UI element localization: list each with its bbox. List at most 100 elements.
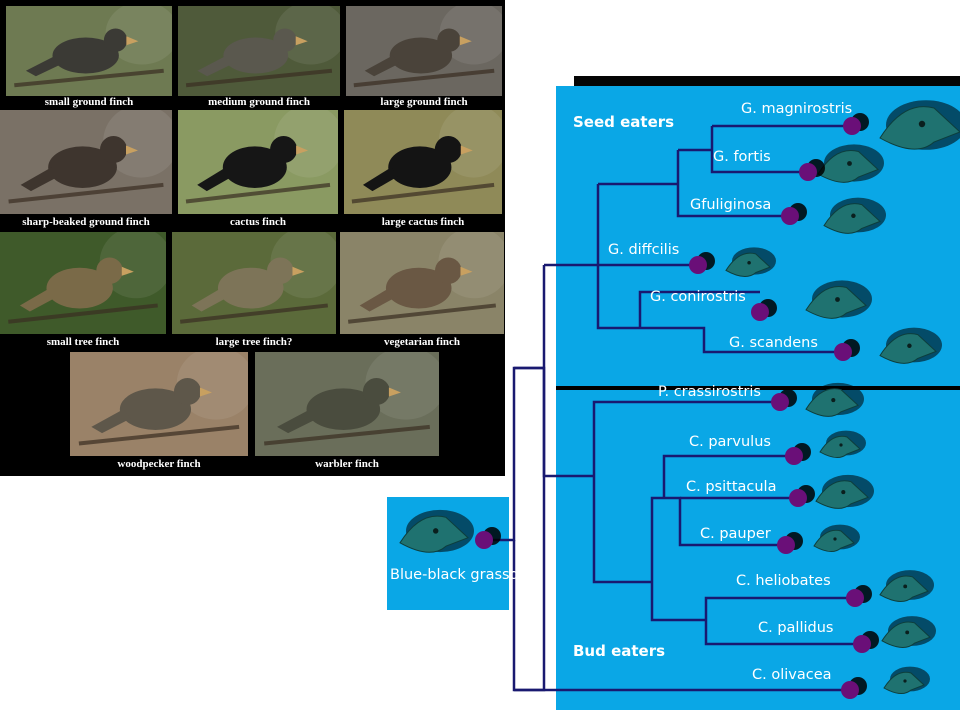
root-label: Blue-black grassquit bbox=[390, 567, 538, 583]
species-heads bbox=[399, 100, 960, 694]
caption-vegetarian-finch: vegetarian finch bbox=[383, 336, 461, 348]
finch-illustration bbox=[255, 352, 439, 456]
branch-parvulus bbox=[662, 454, 794, 498]
finch-illustration bbox=[6, 6, 172, 96]
head-g-scandens bbox=[879, 327, 942, 364]
label-c-heliobates: C. heliobates bbox=[736, 573, 831, 589]
head-blue-black-grassquit bbox=[399, 509, 474, 553]
branch-pauper bbox=[664, 496, 786, 547]
caption-large-cactus-finch: large cactus finch bbox=[381, 216, 465, 228]
finch-illustration bbox=[0, 110, 172, 214]
node-c-pallidus bbox=[853, 635, 871, 653]
node-g-scandens bbox=[834, 343, 852, 361]
node-c-olivacea bbox=[841, 681, 859, 699]
finch-illustration bbox=[0, 232, 166, 334]
label-c-pallidus: C. pallidus bbox=[758, 620, 833, 636]
node-c-pauper bbox=[777, 536, 795, 554]
head-g-difficilis bbox=[725, 247, 776, 277]
photo-small-ground-finch bbox=[6, 6, 172, 96]
branch-seed-bud-split bbox=[542, 265, 594, 478]
caption-large-tree-finch: large tree finch? bbox=[215, 336, 293, 348]
finch-illustration bbox=[344, 110, 502, 214]
branch-ground-base bbox=[596, 184, 640, 330]
head-g-fuliginosa bbox=[823, 197, 886, 234]
caption-small-ground-finch: small ground finch bbox=[44, 96, 134, 108]
caption-warbler-finch: warbler finch bbox=[315, 458, 379, 470]
finch-illustration bbox=[346, 6, 502, 96]
branch-pallidus bbox=[704, 620, 862, 646]
photo-woodpecker-finch bbox=[70, 352, 248, 456]
caption-large-ground-finch: large ground finch bbox=[380, 96, 468, 108]
caption-woodpecker-finch: woodpecker finch bbox=[117, 458, 201, 470]
label-g-scandens: G. scandens bbox=[729, 335, 818, 351]
phylogeny-panel bbox=[556, 86, 960, 710]
node-g-magnirostris bbox=[843, 117, 861, 135]
tree-branches bbox=[480, 124, 862, 692]
photo-large-ground-finch bbox=[346, 6, 502, 96]
head-c-pallidus bbox=[881, 616, 936, 648]
finch-photo-grid: small ground finch medium ground finch l… bbox=[0, 0, 505, 476]
photo-large-cactus-finch bbox=[344, 110, 502, 214]
node-c-heliobates bbox=[846, 589, 864, 607]
photo-medium-ground-finch bbox=[178, 6, 340, 96]
branch-tree-finch-base bbox=[650, 496, 664, 582]
head-g-magnirostris bbox=[879, 100, 960, 150]
label-c-parvulus: C. parvulus bbox=[689, 434, 771, 450]
head-c-heliobates bbox=[879, 570, 934, 602]
label-g-difficilis: G. diffcilis bbox=[608, 242, 679, 258]
photo-cactus-finch bbox=[178, 110, 338, 214]
branch-fuliginosa bbox=[676, 150, 790, 218]
branch-scandens bbox=[640, 326, 843, 354]
head-c-olivacea bbox=[883, 666, 930, 694]
caption-sharp-beaked-ground-finch: sharp-beaked ground finch bbox=[22, 216, 150, 228]
label-g-fortis: G. fortis bbox=[713, 149, 771, 165]
label-c-pauper: C. pauper bbox=[700, 526, 771, 542]
photo-warbler-finch bbox=[255, 352, 439, 456]
finch-illustration bbox=[178, 110, 338, 214]
caption-cactus-finch: cactus finch bbox=[230, 216, 286, 228]
seed-bud-divider bbox=[556, 386, 960, 390]
node-c-parvulus bbox=[785, 447, 803, 465]
branch-heliobates bbox=[704, 596, 855, 620]
head-g-fortis bbox=[817, 144, 884, 183]
photo-small-tree-finch bbox=[0, 232, 166, 334]
finch-illustration bbox=[178, 6, 340, 96]
label-c-olivacea: C. olivacea bbox=[752, 667, 832, 683]
finch-illustration bbox=[172, 232, 336, 334]
node-g-fuliginosa bbox=[781, 207, 799, 225]
finch-illustration bbox=[340, 232, 504, 334]
head-c-parvulus bbox=[819, 430, 866, 458]
head-g-conirostris bbox=[805, 280, 872, 319]
node-root bbox=[475, 531, 493, 549]
node-p-crassirostris bbox=[771, 393, 789, 411]
photo-vegetarian-finch bbox=[340, 232, 504, 334]
branch-conirostris bbox=[638, 290, 760, 328]
branch-bud-base bbox=[592, 476, 652, 584]
head-c-pauper bbox=[813, 524, 860, 552]
tree-panel-shadow bbox=[574, 76, 960, 88]
caption-medium-ground-finch: medium ground finch bbox=[208, 96, 310, 108]
branch-fortis bbox=[710, 126, 808, 174]
caption-small-tree-finch: small tree finch bbox=[46, 336, 120, 348]
node-g-difficilis bbox=[689, 256, 707, 274]
seed-eaters-label: Seed eaters bbox=[573, 113, 674, 131]
label-g-fuliginosa: Gfuliginosa bbox=[690, 197, 771, 213]
node-g-fortis bbox=[799, 163, 817, 181]
photo-large-tree-finch bbox=[172, 232, 336, 334]
finch-illustration bbox=[70, 352, 248, 456]
branch-olivacea bbox=[512, 540, 850, 692]
species-nodes bbox=[475, 113, 879, 699]
label-g-conirostris: G. conirostris bbox=[650, 289, 746, 305]
bud-eaters-label: Bud eaters bbox=[573, 642, 665, 660]
branch-crassirostris bbox=[592, 400, 780, 476]
label-g-magnirostris: G. magnirostris bbox=[741, 101, 852, 117]
node-g-conirostris bbox=[751, 303, 769, 321]
label-p-crassirostris: P. crassirostris bbox=[658, 384, 761, 400]
head-p-crassirostris bbox=[805, 382, 864, 417]
head-c-psittacula bbox=[815, 474, 874, 509]
label-c-psittacula: C. psittacula bbox=[686, 479, 776, 495]
photo-sharp-beaked-ground-finch bbox=[0, 110, 172, 214]
node-c-psittacula bbox=[789, 489, 807, 507]
branch-pallidus-base bbox=[650, 582, 706, 622]
